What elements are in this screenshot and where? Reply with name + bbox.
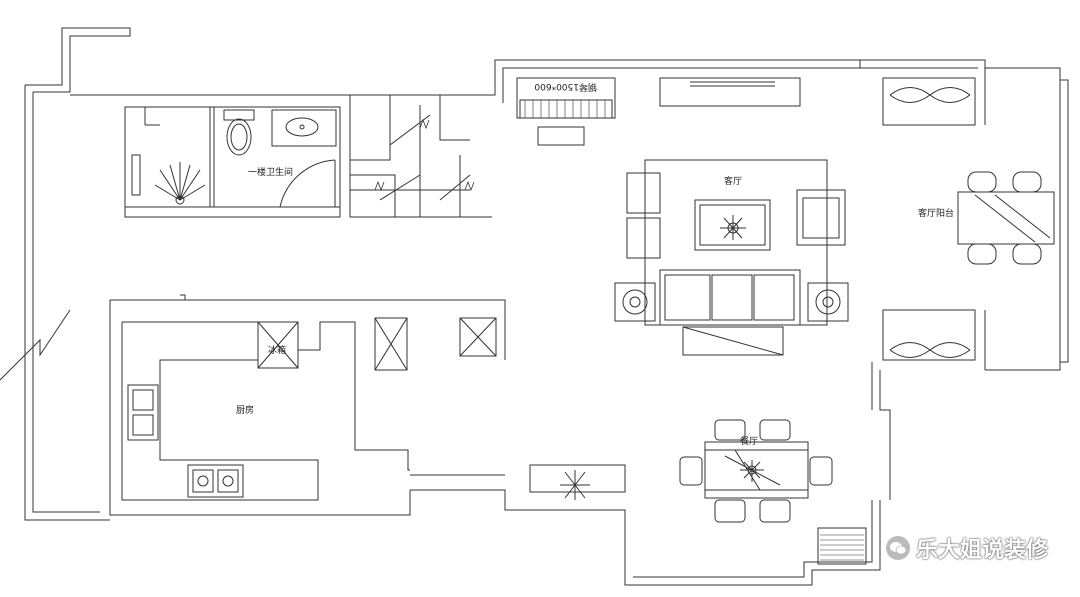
outer-walls	[24, 27, 1069, 586]
bathroom	[124, 106, 341, 218]
living-room-label: 客厅	[724, 175, 742, 187]
balcony-label: 客厅阳台	[918, 207, 954, 219]
living-room	[516, 77, 849, 356]
wechat-icon	[885, 536, 910, 560]
piano-label: 钢琴1500*600	[534, 81, 597, 93]
bathroom-label: 一楼卫生间	[248, 166, 293, 178]
fridge-label: 冰箱	[268, 344, 286, 356]
watermark: 乐大姐说装修	[885, 533, 1048, 563]
balcony	[882, 77, 1055, 361]
kitchen-label: 厨房	[236, 404, 254, 416]
dining-area	[529, 419, 867, 565]
dining-label: 餐厅	[740, 435, 758, 447]
stairs	[349, 95, 492, 218]
watermark-text: 乐大姐说装修	[915, 538, 1048, 563]
room-labels: 一楼卫生间 钢琴1500*600 客厅 客厅阳台 冰箱 厨房 餐厅	[236, 81, 954, 447]
kitchen	[109, 294, 506, 516]
